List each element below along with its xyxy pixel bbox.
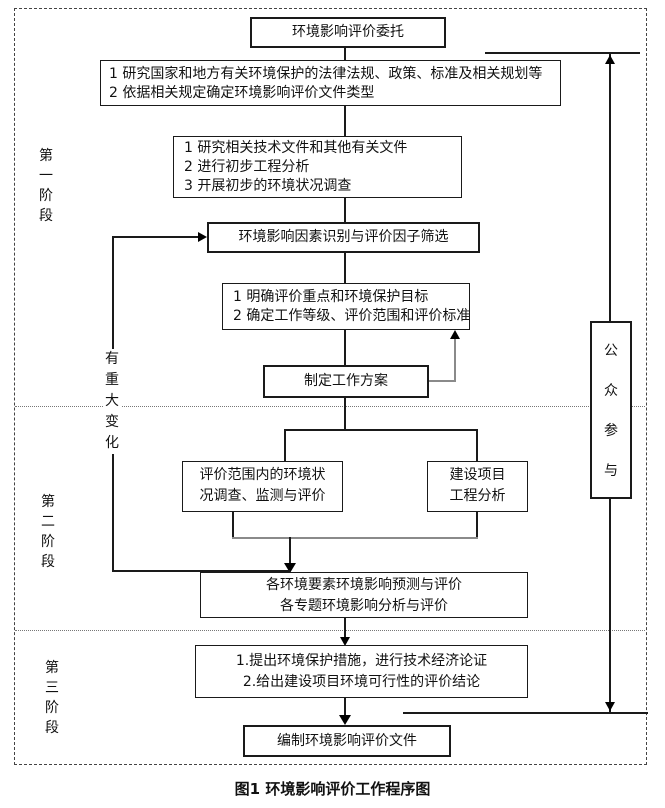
feedback-horizontal-bottom	[112, 570, 290, 572]
box-tech-docs: 1 研究相关技术文件和其他有关文件 2 进行初步工程分析 3 开展初步的环境状况…	[173, 136, 462, 198]
arrowhead-public-bottom	[605, 702, 615, 711]
box-compile-docs-text: 编制环境影响评价文件	[277, 733, 417, 749]
connector-techdocs-to-screening	[344, 198, 346, 222]
box-tech-docs-line3: 3 开展初步的环境状况调查	[184, 178, 352, 194]
box-impact-prediction: 各环境要素环境影响预测与评价 各专题环境影响分析与评价	[200, 572, 528, 618]
arrowhead-into-screening	[198, 232, 207, 242]
box-laws: 1 研究国家和地方有关环境保护的法律法规、政策、标准及相关规划等 2 依据相关规…	[100, 60, 561, 106]
box-commission-text: 环境影响评价委托	[292, 24, 404, 40]
stage2-label: 第二阶段	[39, 492, 57, 572]
connector-screening-to-keypoints	[344, 252, 346, 283]
box-env-survey-line1: 评价范围内的环境状	[199, 467, 326, 483]
public-participation-label: 公众参与	[604, 343, 618, 479]
box-conclusions: 1.提出环境保护措施，进行技术经济论证 2.给出建设项目环境可行性的评价结论	[195, 645, 528, 698]
box-compile-docs: 编制环境影响评价文件	[243, 725, 451, 757]
connector-commission-to-laws	[344, 47, 346, 60]
box-conclusions-line2: 2.给出建设项目环境可行性的评价结论	[242, 674, 481, 690]
box-project-analysis-line1: 建设项目	[449, 467, 506, 483]
connector-split-to-survey	[284, 429, 286, 461]
box-commission: 环境影响评价委托	[250, 17, 446, 48]
feedback-horizontal-top	[112, 236, 200, 238]
box-work-plan-text: 制定工作方案	[304, 373, 388, 389]
box-env-survey-line2: 况调查、监测与评价	[199, 488, 326, 504]
arrowhead-into-conclusions	[340, 637, 350, 646]
box-env-survey: 评价范围内的环境状 况调查、监测与评价	[182, 461, 343, 512]
box-factor-screening-text: 环境影响因素识别与评价因子筛选	[238, 229, 449, 245]
arrowhead-into-prediction	[284, 563, 296, 573]
arrowhead-into-keypoints	[450, 330, 460, 339]
connector-projectanalysis-down	[476, 512, 478, 539]
box-project-analysis-line2: 工程分析	[449, 488, 506, 504]
connector-merge-to-prediction	[289, 537, 291, 565]
box-factor-screening: 环境影响因素识别与评价因子筛选	[207, 222, 480, 253]
connector-workplan-down	[344, 398, 346, 430]
workplan-feedback-vertical	[454, 338, 456, 382]
connector-split-horizontal	[284, 429, 478, 431]
public-participation-bottom-horizontal	[403, 712, 648, 714]
box-key-points-line1: 1 明确评价重点和环境保护目标	[233, 289, 429, 305]
connector-split-to-projectanalysis	[476, 429, 478, 461]
box-conclusions-line1: 1.提出环境保护措施，进行技术经济论证	[235, 653, 488, 669]
major-change-label: 有重大变化	[103, 349, 121, 454]
connector-keypoints-to-workplan	[344, 330, 346, 365]
box-key-points: 1 明确评价重点和环境保护目标 2 确定工作等级、评价范围和评价标准	[222, 283, 470, 330]
stage1-label: 第一阶段	[37, 146, 55, 226]
stage3-label: 第三阶段	[43, 658, 61, 738]
connector-prediction-to-conclusions	[344, 618, 346, 638]
box-public-participation: 公众参与	[590, 321, 632, 499]
box-key-points-line2: 2 确定工作等级、评价范围和评价标准	[233, 308, 471, 324]
public-participation-top-horizontal	[485, 52, 640, 54]
box-work-plan: 制定工作方案	[263, 365, 429, 398]
connector-laws-to-techdocs	[344, 106, 346, 136]
connector-merge-horizontal	[232, 537, 478, 539]
box-project-analysis: 建设项目 工程分析	[427, 461, 528, 512]
figure-caption: 图1 环境影响评价工作程序图	[234, 780, 431, 798]
arrowhead-into-compile	[339, 715, 351, 725]
box-tech-docs-line2: 2 进行初步工程分析	[184, 159, 310, 175]
connector-conclusions-to-compile	[344, 698, 346, 717]
workplan-feedback-horizontal	[428, 380, 456, 382]
outer-dashed-frame	[14, 8, 647, 765]
stage2-stage3-separator	[15, 630, 645, 631]
box-impact-prediction-line2: 各专题环境影响分析与评价	[280, 598, 448, 614]
stage1-stage2-separator	[15, 406, 645, 407]
connector-survey-down	[232, 512, 234, 539]
box-impact-prediction-line1: 各环境要素环境影响预测与评价	[266, 577, 462, 593]
arrowhead-public-top	[605, 55, 615, 64]
box-laws-line2: 2 依据相关规定确定环境影响评价文件类型	[109, 85, 375, 101]
box-tech-docs-line1: 1 研究相关技术文件和其他有关文件	[184, 140, 408, 156]
box-laws-line1: 1 研究国家和地方有关环境保护的法律法规、政策、标准及相关规划等	[109, 66, 543, 82]
